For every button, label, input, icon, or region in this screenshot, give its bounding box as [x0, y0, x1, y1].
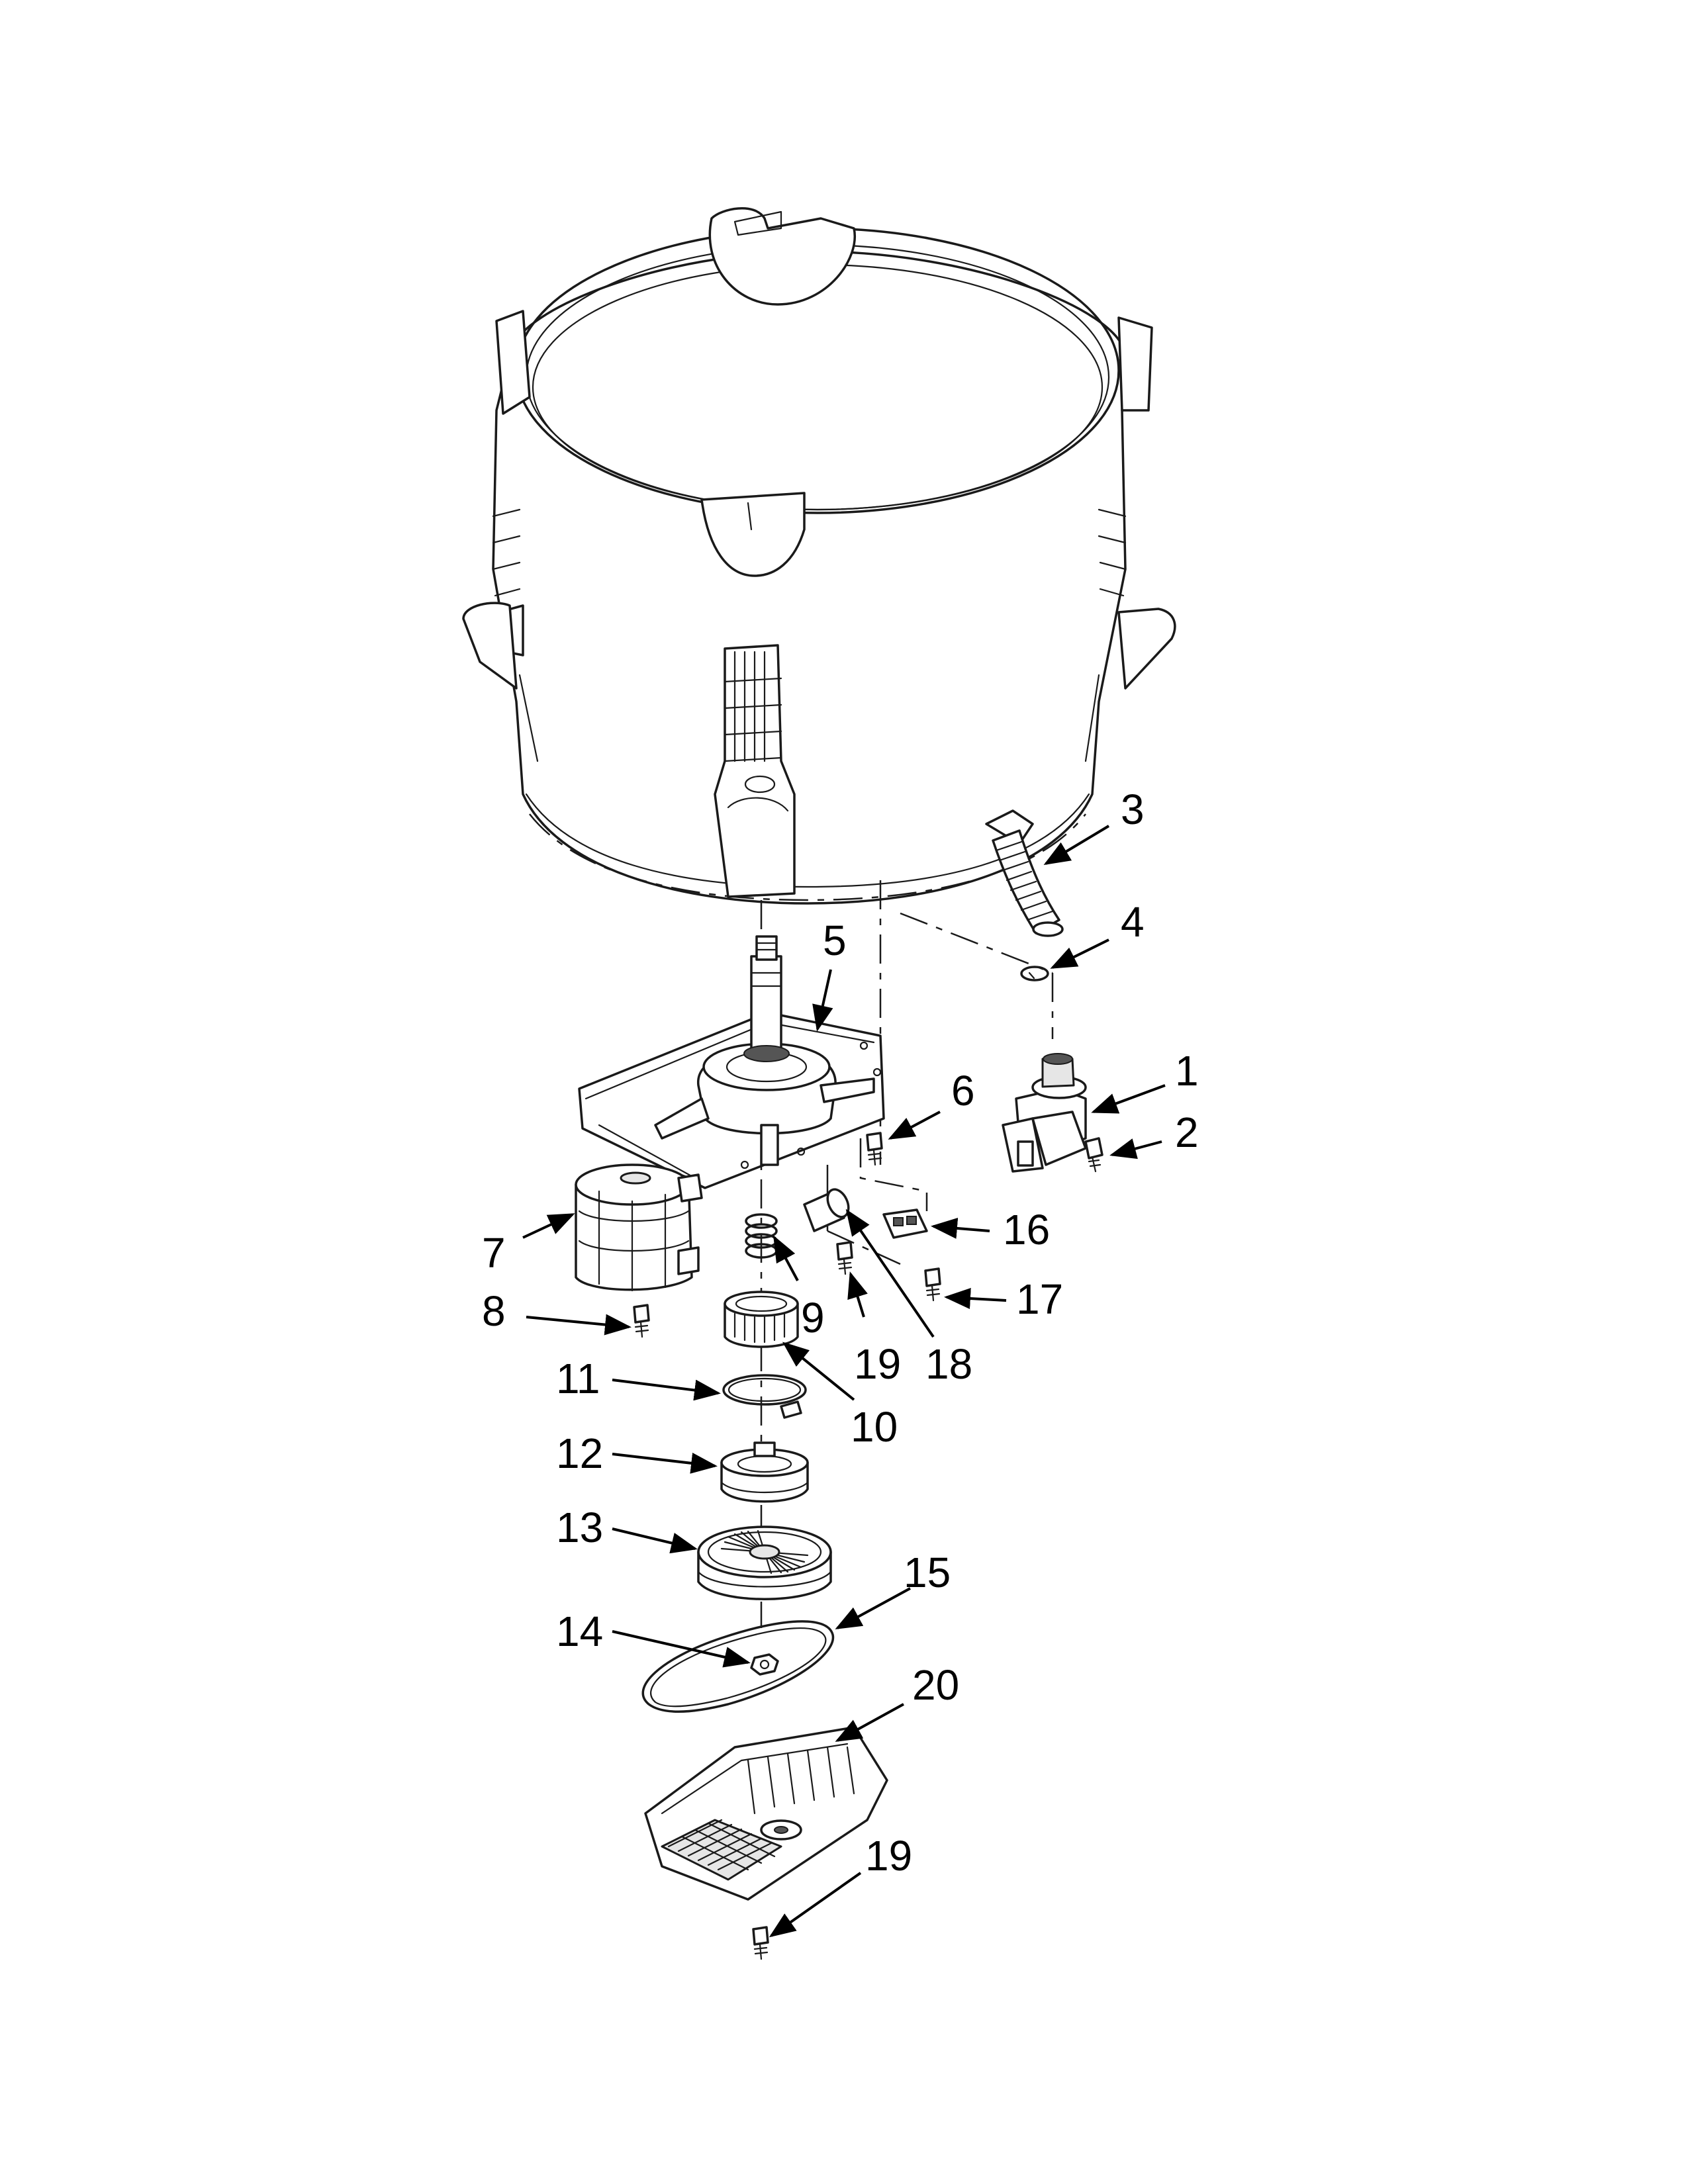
callout-4: 4: [1121, 898, 1145, 946]
part-2-screw: [1084, 1137, 1103, 1173]
leader-lines: [522, 825, 1166, 1938]
leader-11: [612, 1379, 721, 1401]
leader-1: [1091, 1084, 1166, 1114]
callout-labels: 3 4 5 1 2 6 7 8 9 10 11 12 13 14 15 16 1…: [482, 786, 1199, 1880]
leader-3: [1043, 825, 1110, 866]
callout-13: 13: [556, 1504, 603, 1551]
part-16-switch: [882, 1208, 928, 1239]
callout-1: 1: [1175, 1047, 1199, 1095]
part-13-pulley: [697, 1525, 832, 1600]
part-19-screw-upper: [836, 1241, 853, 1275]
leader-5: [812, 969, 833, 1032]
part-15-belt: [641, 1620, 835, 1713]
callout-3: 3: [1121, 786, 1145, 833]
callout-9: 9: [801, 1294, 825, 1342]
callout-16: 16: [1003, 1206, 1050, 1253]
part-12-hub: [720, 1441, 809, 1503]
part-10-clutch: [724, 1291, 799, 1348]
leader-15: [835, 1587, 911, 1629]
leader-8: [526, 1314, 632, 1336]
leader-2: [1109, 1138, 1162, 1160]
leader-17: [944, 1288, 1007, 1309]
part-19-screw-lower: [752, 1926, 769, 1960]
callout-6: 6: [951, 1067, 975, 1115]
callout-17: 17: [1016, 1275, 1063, 1323]
leader-9: [773, 1235, 799, 1281]
callout-19-lower: 19: [865, 1832, 912, 1880]
callout-8: 8: [482, 1287, 506, 1335]
leader-19a: [847, 1271, 868, 1318]
callout-20: 20: [912, 1661, 959, 1709]
leader-10: [782, 1342, 855, 1401]
part-7-motor: [575, 1163, 703, 1292]
outer-tub: [462, 207, 1176, 905]
part-18-capacitor: [803, 1188, 850, 1232]
assembly-centerlines: [760, 880, 1054, 1628]
callout-2: 2: [1175, 1109, 1199, 1156]
callout-12: 12: [556, 1430, 603, 1477]
leader-20: [835, 1703, 904, 1742]
callout-19-upper: 19: [854, 1340, 901, 1388]
leader-6: [888, 1111, 941, 1140]
part-6-screw: [866, 1132, 883, 1166]
leader-13: [612, 1527, 698, 1554]
callout-11: 11: [556, 1355, 600, 1402]
leader-12: [612, 1452, 718, 1474]
callout-5: 5: [823, 917, 847, 964]
part-1-drain-pump: [1002, 1053, 1087, 1173]
callout-18: 18: [925, 1340, 972, 1388]
callout-10: 10: [851, 1403, 898, 1451]
leader-4: [1050, 938, 1109, 969]
leader-19b: [769, 1872, 862, 1938]
part-17-screw: [924, 1267, 941, 1302]
leader-18: [845, 1208, 935, 1338]
callout-7: 7: [482, 1229, 506, 1277]
part-11-band-clamp: [722, 1374, 807, 1419]
part-5-mounting-plate-gearcase: [578, 935, 885, 1189]
part-4-clamp: [1020, 966, 1049, 981]
leader-7: [522, 1213, 575, 1239]
leader-16: [931, 1218, 990, 1239]
part-14-nut: [750, 1653, 779, 1676]
part-3-drain-hose: [985, 809, 1064, 937]
part-20-shield: [644, 1726, 888, 1901]
part-8-screw: [633, 1304, 650, 1338]
leader-14: [612, 1630, 751, 1668]
callout-14: 14: [556, 1608, 603, 1655]
callout-15: 15: [904, 1549, 951, 1596]
